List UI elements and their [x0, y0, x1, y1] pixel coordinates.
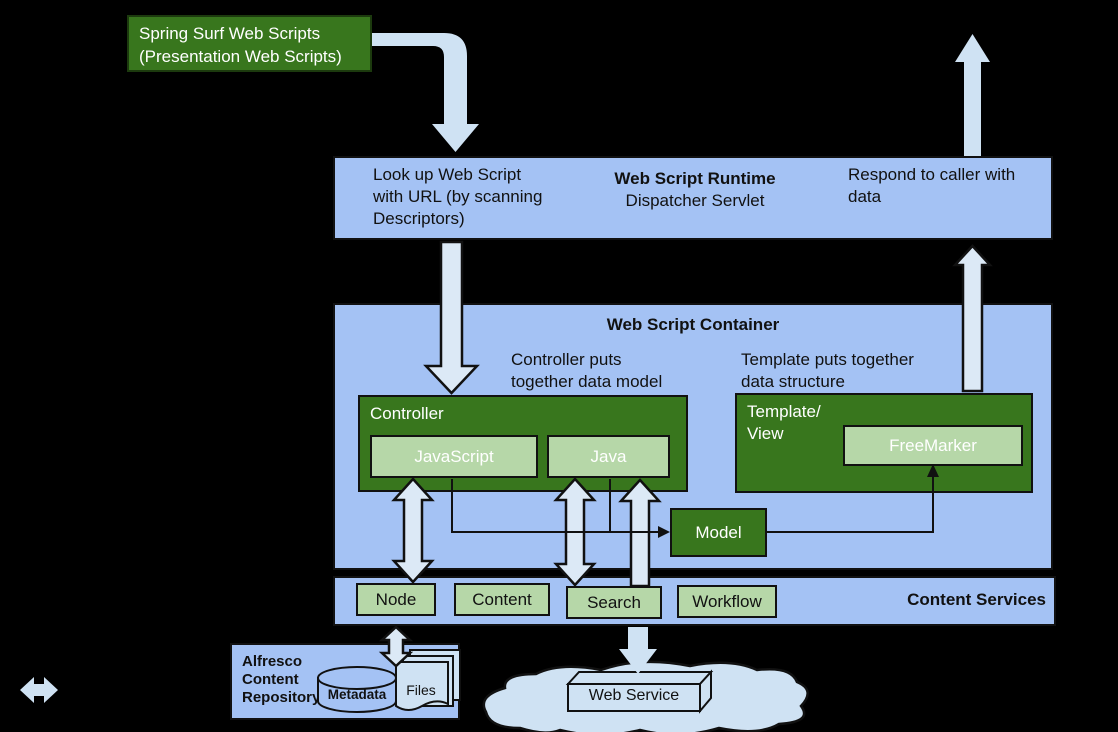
webservice-box-top [565, 671, 714, 685]
javascript-box: JavaScript [370, 435, 538, 478]
webservice-label: Web Service [588, 687, 680, 704]
template-note: Template puts together data structure [741, 350, 914, 391]
template-view-label: Template/ View [747, 402, 821, 443]
metadata-label: Metadata [327, 687, 387, 702]
service-workflow: Workflow [677, 585, 777, 618]
model-box: Model [670, 508, 767, 557]
files-label: Files [406, 682, 436, 698]
arrow-search-to-cloud [619, 627, 657, 674]
runtime-title-block: Web Script Runtime Dispatcher Servlet [545, 168, 845, 212]
service-search: Search [566, 586, 662, 619]
arrow-spring-to-runtime [372, 33, 479, 152]
controller-label: Controller [370, 404, 444, 423]
double-arrow-icon [20, 677, 58, 703]
service-node: Node [356, 583, 436, 616]
runtime-title: Web Script Runtime [614, 169, 776, 188]
runtime-box: Look up Web Script with URL (by scanning… [333, 156, 1053, 240]
template-view-box: Template/ View FreeMarker [735, 393, 1033, 493]
container-title: Web Script Container [606, 315, 780, 334]
controller-box: Controller JavaScript Java [358, 395, 688, 492]
repository-label: Alfresco Content Repository [242, 653, 321, 706]
freemarker-box: FreeMarker [843, 425, 1023, 466]
controller-note: Controller puts together data model [511, 350, 663, 391]
services-title: Content Services [907, 590, 1046, 609]
service-content: Content [454, 583, 550, 616]
runtime-left-note: Look up Web Script with URL (by scanning… [373, 165, 543, 228]
spring-surf-box: Spring Surf Web Scripts (Presentation We… [127, 15, 372, 72]
java-box: Java [547, 435, 670, 478]
runtime-right-note: Respond to caller with data [848, 165, 1016, 206]
services-bar: Node Content Search Workflow Content Ser… [333, 576, 1056, 626]
arrow-runtime-to-caller [955, 34, 990, 156]
runtime-subtitle: Dispatcher Servlet [625, 191, 765, 210]
webservice-box-side [699, 669, 712, 714]
